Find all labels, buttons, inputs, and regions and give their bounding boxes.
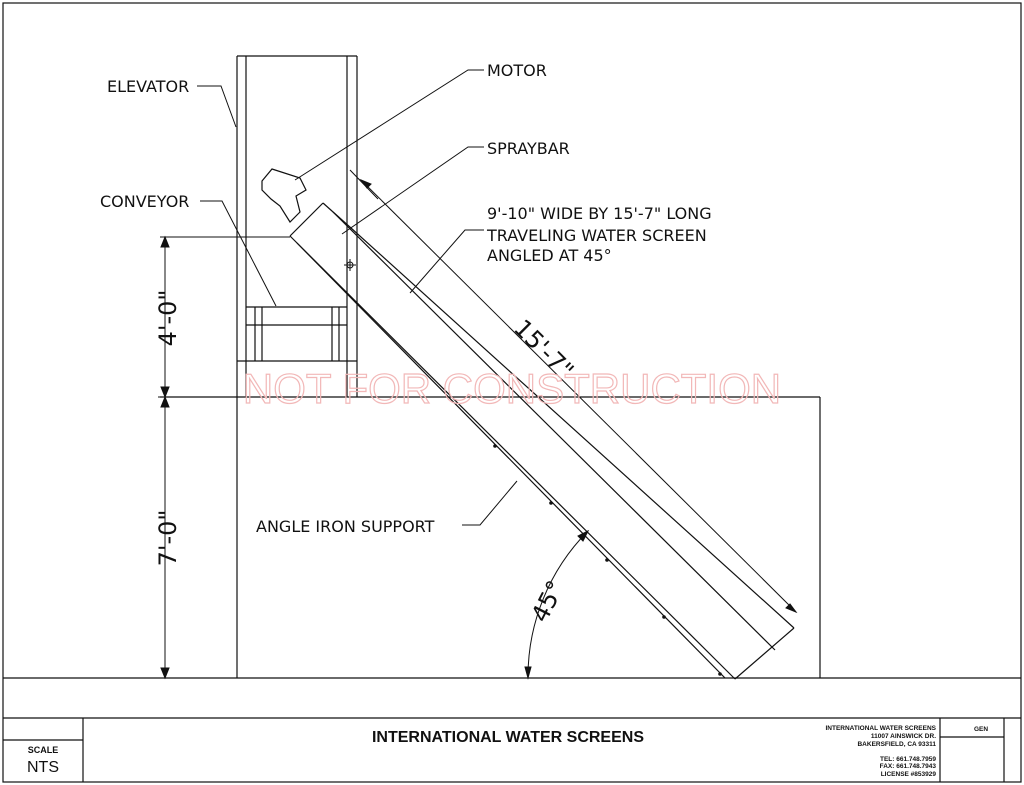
title-block-title: INTERNATIONAL WATER SCREENS	[372, 729, 644, 746]
motor-label: MOTOR	[487, 61, 547, 80]
company-address1: 11007 AINSWICK DR.	[871, 733, 936, 740]
title-block	[3, 717, 1021, 782]
company-tel: TEL: 661.748.7959	[880, 756, 936, 763]
company-address2: BAKERSFIELD, CA 93311	[857, 741, 936, 748]
spraybar-mark	[344, 259, 356, 271]
watermark: NOT FOR CONSTRUCTION	[243, 365, 781, 412]
dimension-angle	[524, 529, 590, 680]
dimension-vertical	[158, 235, 290, 680]
company-license: LICENSE #853929	[881, 771, 937, 778]
water-screen	[289, 202, 795, 680]
angle-dim: 45°	[526, 576, 570, 627]
company-name: INTERNATIONAL WATER SCREENS	[825, 725, 936, 732]
conveyor-label: CONVEYOR	[100, 192, 189, 211]
scale-value: NTS	[27, 759, 59, 776]
company-fax: FAX: 661.748.7943	[880, 763, 937, 770]
scale-label: SCALE	[28, 745, 59, 755]
spraybar-label: SPRAYBAR	[487, 139, 570, 158]
elevator-label: ELEVATOR	[107, 77, 189, 96]
lower-height-dim: 7'-0"	[154, 510, 182, 567]
support-bolts	[493, 444, 722, 676]
screen-spec-line1: 9'-10" WIDE BY 15'-7" LONG	[487, 204, 712, 223]
conveyor	[246, 306, 347, 361]
upper-height-dim: 4'-0"	[154, 290, 182, 347]
angle-support-label: ANGLE IRON SUPPORT	[256, 517, 435, 536]
channel-structure	[160, 396, 821, 678]
screen-spec-line3: ANGLED AT 45°	[487, 246, 612, 265]
leader-lines	[197, 69, 518, 526]
sheet-code: GEN	[974, 726, 988, 733]
screen-spec-line2: TRAVELING WATER SCREEN	[486, 226, 707, 245]
motor	[261, 168, 307, 223]
dimension-screen-length	[349, 169, 798, 614]
